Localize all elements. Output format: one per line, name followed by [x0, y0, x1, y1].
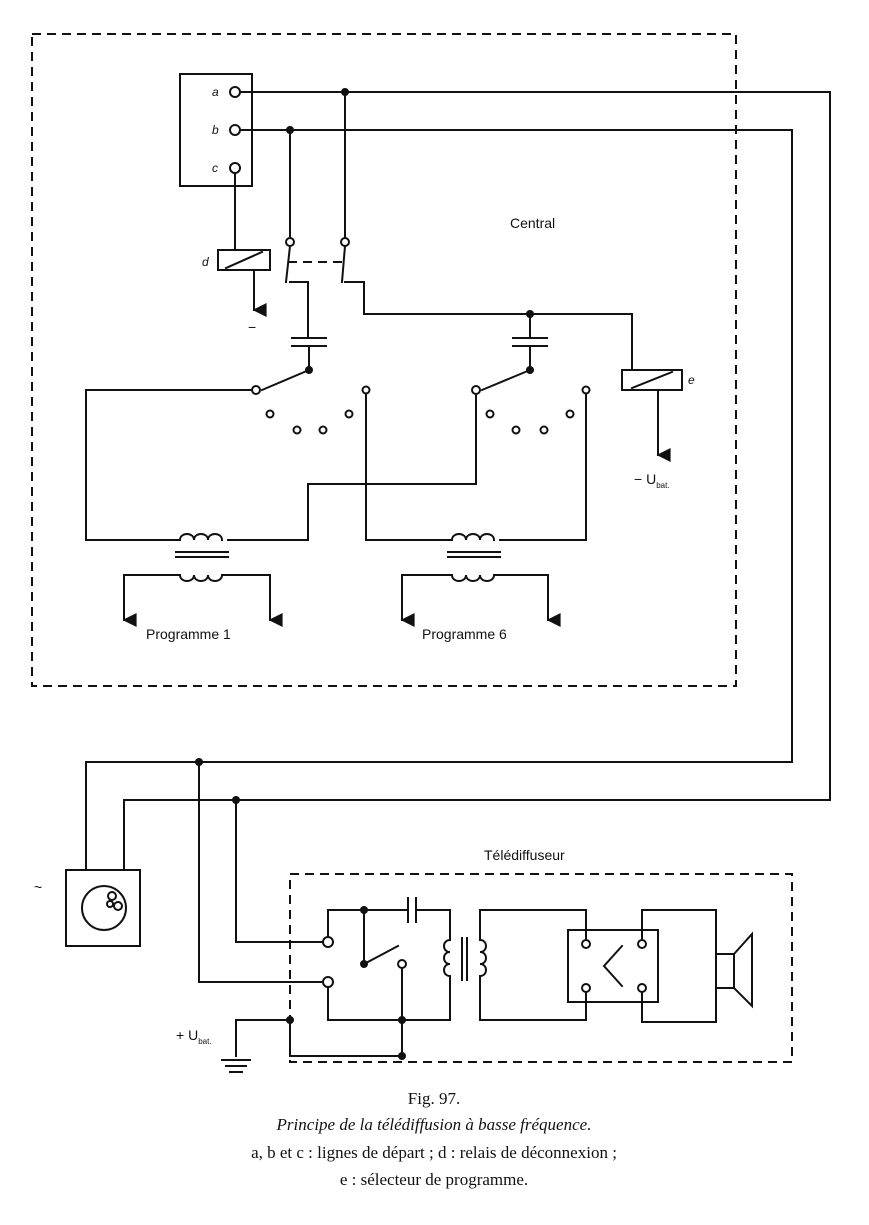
line-a: [123, 91, 831, 871]
terminal-c: [229, 162, 241, 174]
loudspeaker-icon: [715, 931, 753, 1009]
terminal-b-label: b: [212, 123, 219, 137]
figure-legend-line2: e : sélecteur de programme.: [340, 1170, 528, 1189]
figure-number: Fig. 97.: [408, 1089, 460, 1108]
relay-e-label: e: [688, 373, 695, 387]
selector-relay-e: [621, 369, 683, 391]
figure-title: Principe de la télédiffusion à basse fré…: [276, 1115, 592, 1134]
terminal-a: [229, 86, 241, 98]
line-b: [85, 129, 793, 871]
terminal-c-label: c: [212, 161, 218, 175]
relay-d: [217, 249, 271, 271]
terminal-a-label: a: [212, 85, 219, 99]
wall-socket: [65, 869, 141, 947]
central-label: Central: [510, 215, 555, 231]
socket-tilde: ~: [34, 879, 42, 895]
programme-6-label: Programme 6: [422, 626, 507, 642]
relay-d-label: d: [202, 255, 209, 269]
telediffuseur-label: Télédiffuseur: [484, 847, 565, 863]
ubat-negative-label: − Ubat.: [634, 471, 670, 490]
relay-d-minus: −: [248, 319, 256, 335]
figure-legend-line1: a, b et c : lignes de départ ; d : relai…: [251, 1143, 617, 1162]
amplifier: [567, 929, 659, 1003]
programme-1-label: Programme 1: [146, 626, 231, 642]
transformer-programme-6: [400, 533, 561, 627]
central-frame: [31, 33, 737, 687]
ubat-positive-label: + Ubat.: [176, 1027, 212, 1046]
transformer-programme-1: [122, 533, 283, 627]
terminal-b: [229, 124, 241, 136]
